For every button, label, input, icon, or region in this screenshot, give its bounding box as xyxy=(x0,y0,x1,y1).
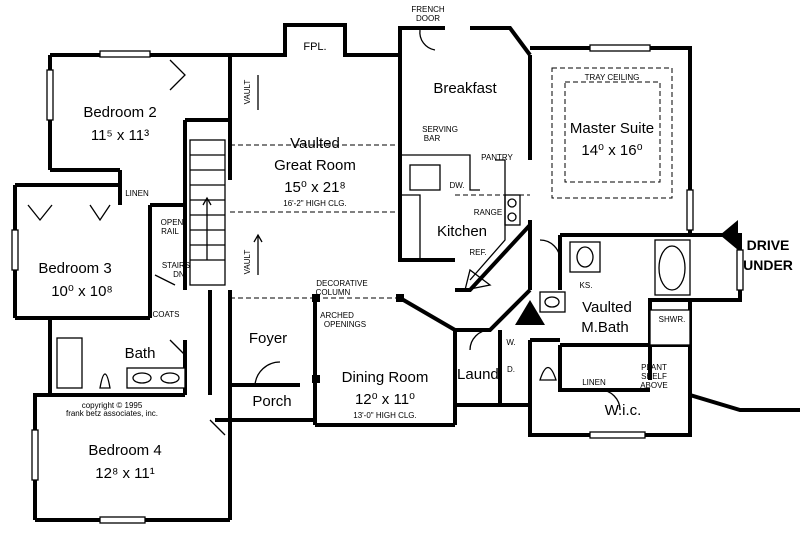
dining-room-dimensions: 12⁰ x 11⁰ xyxy=(355,391,415,408)
great-room-dimensions: 15⁰ x 21⁸ xyxy=(284,179,346,196)
open-rail-line2: RAIL xyxy=(161,227,179,236)
laundry-label: Laund. xyxy=(457,366,503,383)
range-label: RANGE xyxy=(474,208,502,217)
thin-details xyxy=(11,29,744,524)
dryer-label: D. xyxy=(507,365,515,374)
dining-room-title: Dining Room xyxy=(342,369,429,386)
bedroom-3-dimensions: 10⁰ x 10⁸ xyxy=(51,283,113,300)
master-bath-title-line1: Vaulted xyxy=(582,299,632,316)
porch-label: Porch xyxy=(252,393,291,410)
open-rail-line1: OPEN xyxy=(161,218,184,227)
drive-under-line1: DRIVE xyxy=(747,237,790,253)
vault-label-lower: VAULT xyxy=(243,250,252,275)
plant-shelf-line3: ABOVE xyxy=(640,381,668,390)
pantry-label: PANTRY xyxy=(481,153,513,162)
master-suite-title: Master Suite xyxy=(570,120,654,137)
kitchen-label: Kitchen xyxy=(437,223,487,240)
vault-label-upper: VAULT xyxy=(243,80,252,105)
master-suite-dimensions: 14⁰ x 16⁰ xyxy=(581,142,642,159)
arched-openings-line1: ARCHED xyxy=(320,311,354,320)
refrigerator-label: REF. xyxy=(469,248,486,257)
drive-under-line2: UNDER xyxy=(743,257,793,273)
bedroom-4-title: Bedroom 4 xyxy=(88,442,161,459)
dishwasher-label: DW. xyxy=(449,181,464,190)
ks-label: KS. xyxy=(580,281,593,290)
bedroom-4-dimensions: 12⁸ x 11¹ xyxy=(95,465,154,482)
plant-shelf-line1: PLANT xyxy=(641,363,667,372)
room-labels: FRENCH DOOR FPL. Breakfast TRAY CEILING … xyxy=(38,5,793,482)
serving-bar-line1: SERVING xyxy=(422,125,458,134)
great-room-title-line2: Great Room xyxy=(274,157,356,174)
serving-bar-line2: BAR xyxy=(424,134,441,143)
walk-in-closet-label: W.i.c. xyxy=(605,402,642,419)
fireplace-label: FPL. xyxy=(303,41,326,53)
tray-ceiling-label: TRAY CEILING xyxy=(585,73,640,82)
bath-label: Bath xyxy=(125,345,156,362)
copyright-line2: frank betz associates, inc. xyxy=(66,409,158,418)
plant-shelf-line2: SHELF xyxy=(641,372,667,381)
bedroom-2-title: Bedroom 2 xyxy=(83,104,156,121)
decorative-column-line1: DECORATIVE xyxy=(316,279,367,288)
copyright-line1: copyright © 1995 xyxy=(82,401,143,410)
master-bath-title-line2: M.Bath xyxy=(581,319,629,336)
foyer-label: Foyer xyxy=(249,330,287,347)
french-door-label-line2: DOOR xyxy=(416,14,440,23)
great-room-title-line1: Vaulted xyxy=(290,135,340,152)
stairs-label-line2: DN. xyxy=(173,270,187,279)
washer-label: W. xyxy=(506,338,515,347)
dining-room-ceiling: 13'-0" HIGH CLG. xyxy=(353,411,417,420)
breakfast-label: Breakfast xyxy=(433,80,497,97)
great-room-ceiling: 16'-2" HIGH CLG. xyxy=(283,199,347,208)
linen-label-lower: LINEN xyxy=(582,378,606,387)
arched-openings-line2: OPENINGS xyxy=(324,320,366,329)
stairs-label-line1: STAIRS xyxy=(162,261,190,270)
coats-label: COATS xyxy=(153,310,180,319)
shower-label: SHWR. xyxy=(659,315,686,324)
bedroom-2-dimensions: 11⁵ x 11³ xyxy=(91,127,149,144)
linen-label-upper: LINEN xyxy=(125,189,149,198)
french-door-label-line1: FRENCH xyxy=(411,5,445,14)
decorative-column-line2: COLUMN xyxy=(316,288,351,297)
bedroom-3-title: Bedroom 3 xyxy=(38,260,111,277)
